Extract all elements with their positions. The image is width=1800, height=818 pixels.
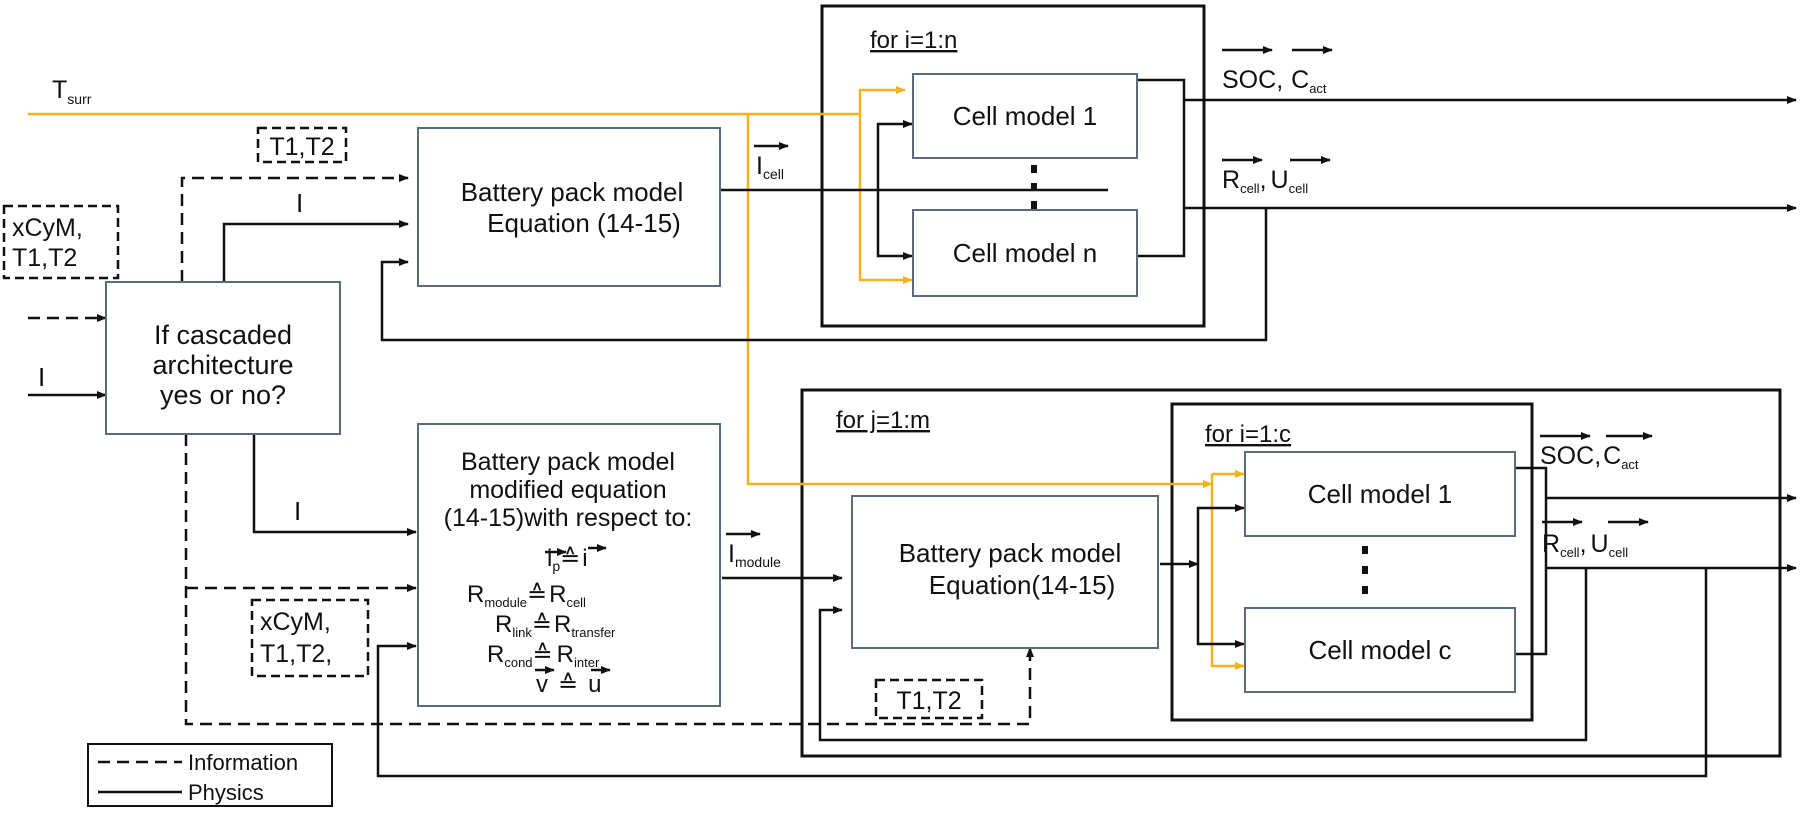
- i-lower-label: I: [294, 496, 301, 526]
- loop-frame-top: [820, 4, 1206, 328]
- t-down-branch: [746, 114, 1213, 488]
- info-box-top-text: T1,T2: [269, 133, 334, 161]
- loop-module-label: for j=1:m: [836, 407, 930, 434]
- decision-line2: architecture: [152, 350, 293, 380]
- pack-top-line1: Battery pack model: [461, 177, 684, 207]
- r-u-bottom: Rcell,Ucell: [1542, 530, 1628, 560]
- to-inner-cellc: [1196, 564, 1245, 648]
- eq2: Rmodule≙Rcell: [467, 581, 586, 610]
- pack-mod-line1: Battery pack model: [461, 448, 675, 476]
- decision-block: [105, 281, 341, 435]
- pack-mod-line2: modified equation: [469, 476, 666, 504]
- loop-frame-inner: [1170, 402, 1534, 722]
- equation-mapping: ip≙i Rmodule≙Rcell Rlink≙Rtransfer Rcond…: [467, 544, 616, 698]
- cell-inner-c-label: Cell model c: [1308, 635, 1451, 665]
- info-box-bottom-text: T1,T2: [896, 687, 961, 715]
- physics-lines: [28, 78, 1797, 778]
- info-box-left-line2: T1,T2: [12, 244, 77, 272]
- i-cell-label: Icell: [756, 152, 784, 182]
- t-to-cellc: [1210, 474, 1245, 670]
- legend: Information Physics: [87, 743, 333, 807]
- to-inner-cell1: [1196, 504, 1245, 564]
- cells-top-output-bus: [1138, 78, 1186, 258]
- cell-model-top-n: [912, 209, 1138, 297]
- t-surr-label: Tsurr: [52, 76, 92, 107]
- temperature-lines: [28, 86, 1245, 670]
- i-input-label: I: [38, 362, 45, 392]
- feedback-outer: [376, 568, 1708, 778]
- cell-model-top-1: [912, 73, 1138, 159]
- i-to-pack-top: [222, 220, 409, 282]
- pack-top-line2: Equation (14-15): [487, 208, 681, 238]
- decision-line3: yes or no?: [160, 380, 286, 410]
- i-cell-to-celln: [876, 190, 913, 260]
- pack-model-modified: [417, 423, 721, 707]
- i-module-label: Imodule: [728, 540, 781, 570]
- legend-box: [87, 743, 333, 807]
- cell-top-1-label: Cell model 1: [953, 101, 1098, 131]
- i-cell-to-cell1: [876, 120, 913, 190]
- ellipsis-dots-top: [1031, 165, 1037, 209]
- information-lines: [28, 174, 1034, 726]
- cell-inner-1-label: Cell model 1: [1308, 479, 1453, 509]
- cell-model-inner-c: [1244, 607, 1516, 693]
- outputs-bottom-label: SOC,Cact Rcell,Ucell: [1540, 432, 1653, 560]
- soc-c-top: SOC,Cact: [1222, 66, 1327, 96]
- pack-model-module: [851, 495, 1159, 649]
- info-loop-bottom: [184, 434, 1034, 726]
- t-to-celln: [858, 114, 913, 284]
- loop-top-label: for i=1:n: [870, 27, 957, 54]
- info-box-left-line1: xCyM,: [12, 214, 83, 242]
- info-box-mid-line1: xCyM,: [260, 608, 331, 636]
- info-box-mid: [250, 598, 370, 678]
- info-to-pack-top: [180, 174, 409, 282]
- pack-model-top: [417, 127, 721, 287]
- decision-line1: If cascaded: [154, 320, 292, 350]
- info-box-bottom: [874, 678, 984, 720]
- cell-model-inner-1: [1244, 451, 1516, 537]
- t-to-cell1: [858, 86, 906, 114]
- pack-module-line2: Equation(14-15): [929, 570, 1115, 600]
- pack-module-line1: Battery pack model: [899, 538, 1122, 568]
- legend-physics: Physics: [188, 780, 264, 805]
- legend-information: Information: [188, 750, 298, 775]
- soc-c-bottom: SOC,Cact: [1540, 442, 1639, 472]
- loop-frame-module: [800, 388, 1782, 758]
- i-upper-label: I: [296, 188, 303, 218]
- ellipsis-dots-inner: [1362, 546, 1368, 594]
- cell-top-n-label: Cell model n: [953, 238, 1098, 268]
- eq5: v≙u: [536, 671, 601, 698]
- eq4: Rcond≙Rinter: [487, 641, 600, 670]
- r-u-top: Rcell,Ucell: [1222, 166, 1308, 196]
- feedback-module: [818, 568, 1588, 742]
- loop-inner-label: for i=1:c: [1205, 421, 1291, 448]
- info-box-left: [2, 204, 120, 280]
- info-box-mid-line2: T1,T2,: [260, 640, 332, 668]
- i-to-pack-mod: [252, 434, 417, 536]
- pack-mod-line3: (14-15)with respect to:: [444, 504, 693, 532]
- eq3: Rlink≙Rtransfer: [495, 611, 616, 640]
- outputs-top-label: SOC,Cact Rcell,Ucell: [1222, 46, 1333, 196]
- info-box-top: [256, 126, 348, 164]
- feedback-top: [380, 208, 1268, 342]
- cells-inner-output-bus: [1516, 466, 1548, 656]
